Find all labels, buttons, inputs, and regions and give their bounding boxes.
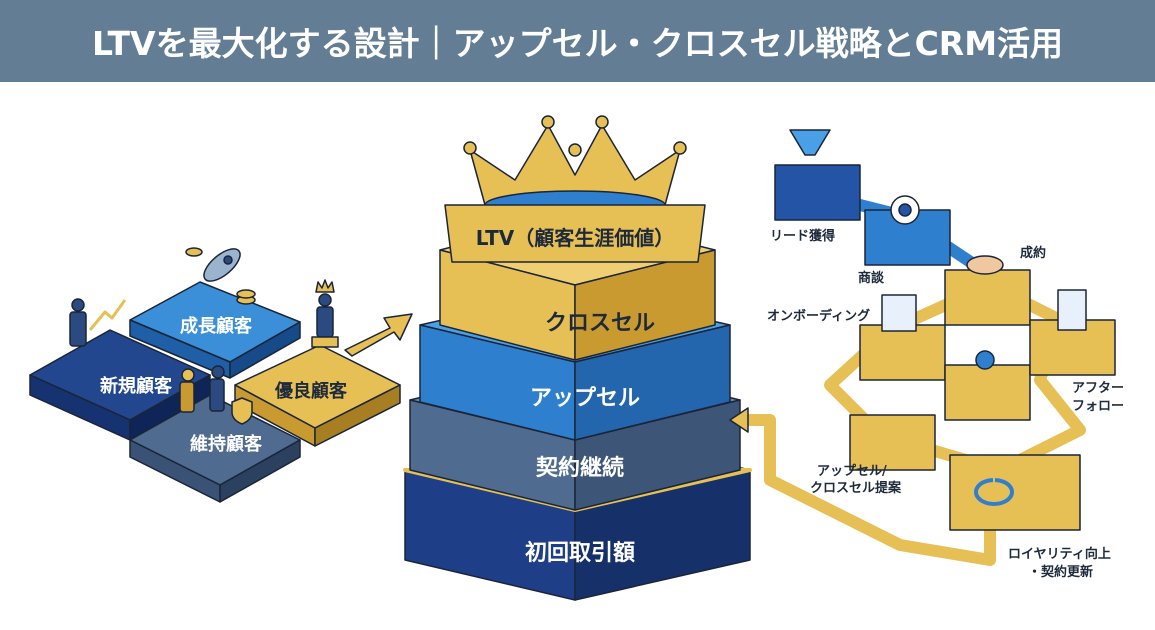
small-crown-icon <box>315 279 335 293</box>
label-new-customer: 新規顧客 <box>100 375 173 397</box>
page-title: LTVを最大化する設計｜アップセル・クロスセル戦略とCRM活用 <box>91 24 1064 63</box>
box-team <box>944 364 1031 421</box>
step-negotiation: 商談 <box>858 270 885 286</box>
step-loyalty: ロイヤリティ向上 <box>1008 546 1111 562</box>
step-crosssell-proposal: クロスセル提案 <box>810 480 902 496</box>
layer-label-renewal: 契約継続 <box>535 455 624 481</box>
cycle-icon <box>974 478 1014 506</box>
trend-arrow-icon <box>88 299 127 331</box>
ltv-banner-text: LTV（顧客生涯価値） <box>476 226 675 250</box>
person-icons <box>69 293 334 413</box>
layer-label-upsell: アップセル <box>530 386 640 411</box>
step-renewal: ・契約更新 <box>1028 564 1093 580</box>
label-retained-customer: 維持顧客 <box>190 433 263 455</box>
shield-icon <box>231 397 253 425</box>
step-closing: 成約 <box>1020 245 1046 261</box>
ltv-banner <box>444 204 706 263</box>
box-loyalty <box>949 454 1081 531</box>
box-closing <box>944 269 1031 326</box>
box-lead <box>774 164 861 221</box>
step-after: アフター <box>1072 381 1124 396</box>
podium <box>311 336 339 348</box>
handshake-icon <box>966 255 1004 275</box>
tile-retained <box>129 394 301 503</box>
layer-label-initial-deal: 初回取引額 <box>525 540 635 566</box>
title-bar: LTVを最大化する設計｜アップセル・クロスセル戦略とCRM活用 <box>0 0 1155 82</box>
tile-loyal <box>234 344 401 447</box>
profile-card-icon <box>881 294 917 332</box>
tile-growth <box>129 281 301 379</box>
funnel-icon <box>789 129 831 156</box>
box-negotiation <box>864 195 951 266</box>
layer-label-crosssell: クロスセル <box>545 311 655 336</box>
pipe-return <box>740 414 996 566</box>
rocket-icon <box>203 248 241 282</box>
step-onboarding: オンボーディング <box>767 308 870 324</box>
box-onboarding <box>859 324 946 381</box>
step-follow: フォロー <box>1072 399 1124 414</box>
step-upsell: アップセル/ <box>817 464 887 479</box>
feedback-card-icon <box>1057 289 1087 331</box>
box-upsell-proposal <box>849 414 936 471</box>
return-arrow <box>729 407 749 433</box>
growth-arrow <box>344 313 413 357</box>
label-loyal-customer: 優良顧客 <box>274 380 348 402</box>
crown-icon <box>463 115 687 220</box>
team-icon <box>975 350 995 370</box>
label-growth-customer: 成長顧客 <box>180 315 253 337</box>
coins-icon <box>185 247 256 305</box>
step-lead: リード獲得 <box>770 228 835 244</box>
